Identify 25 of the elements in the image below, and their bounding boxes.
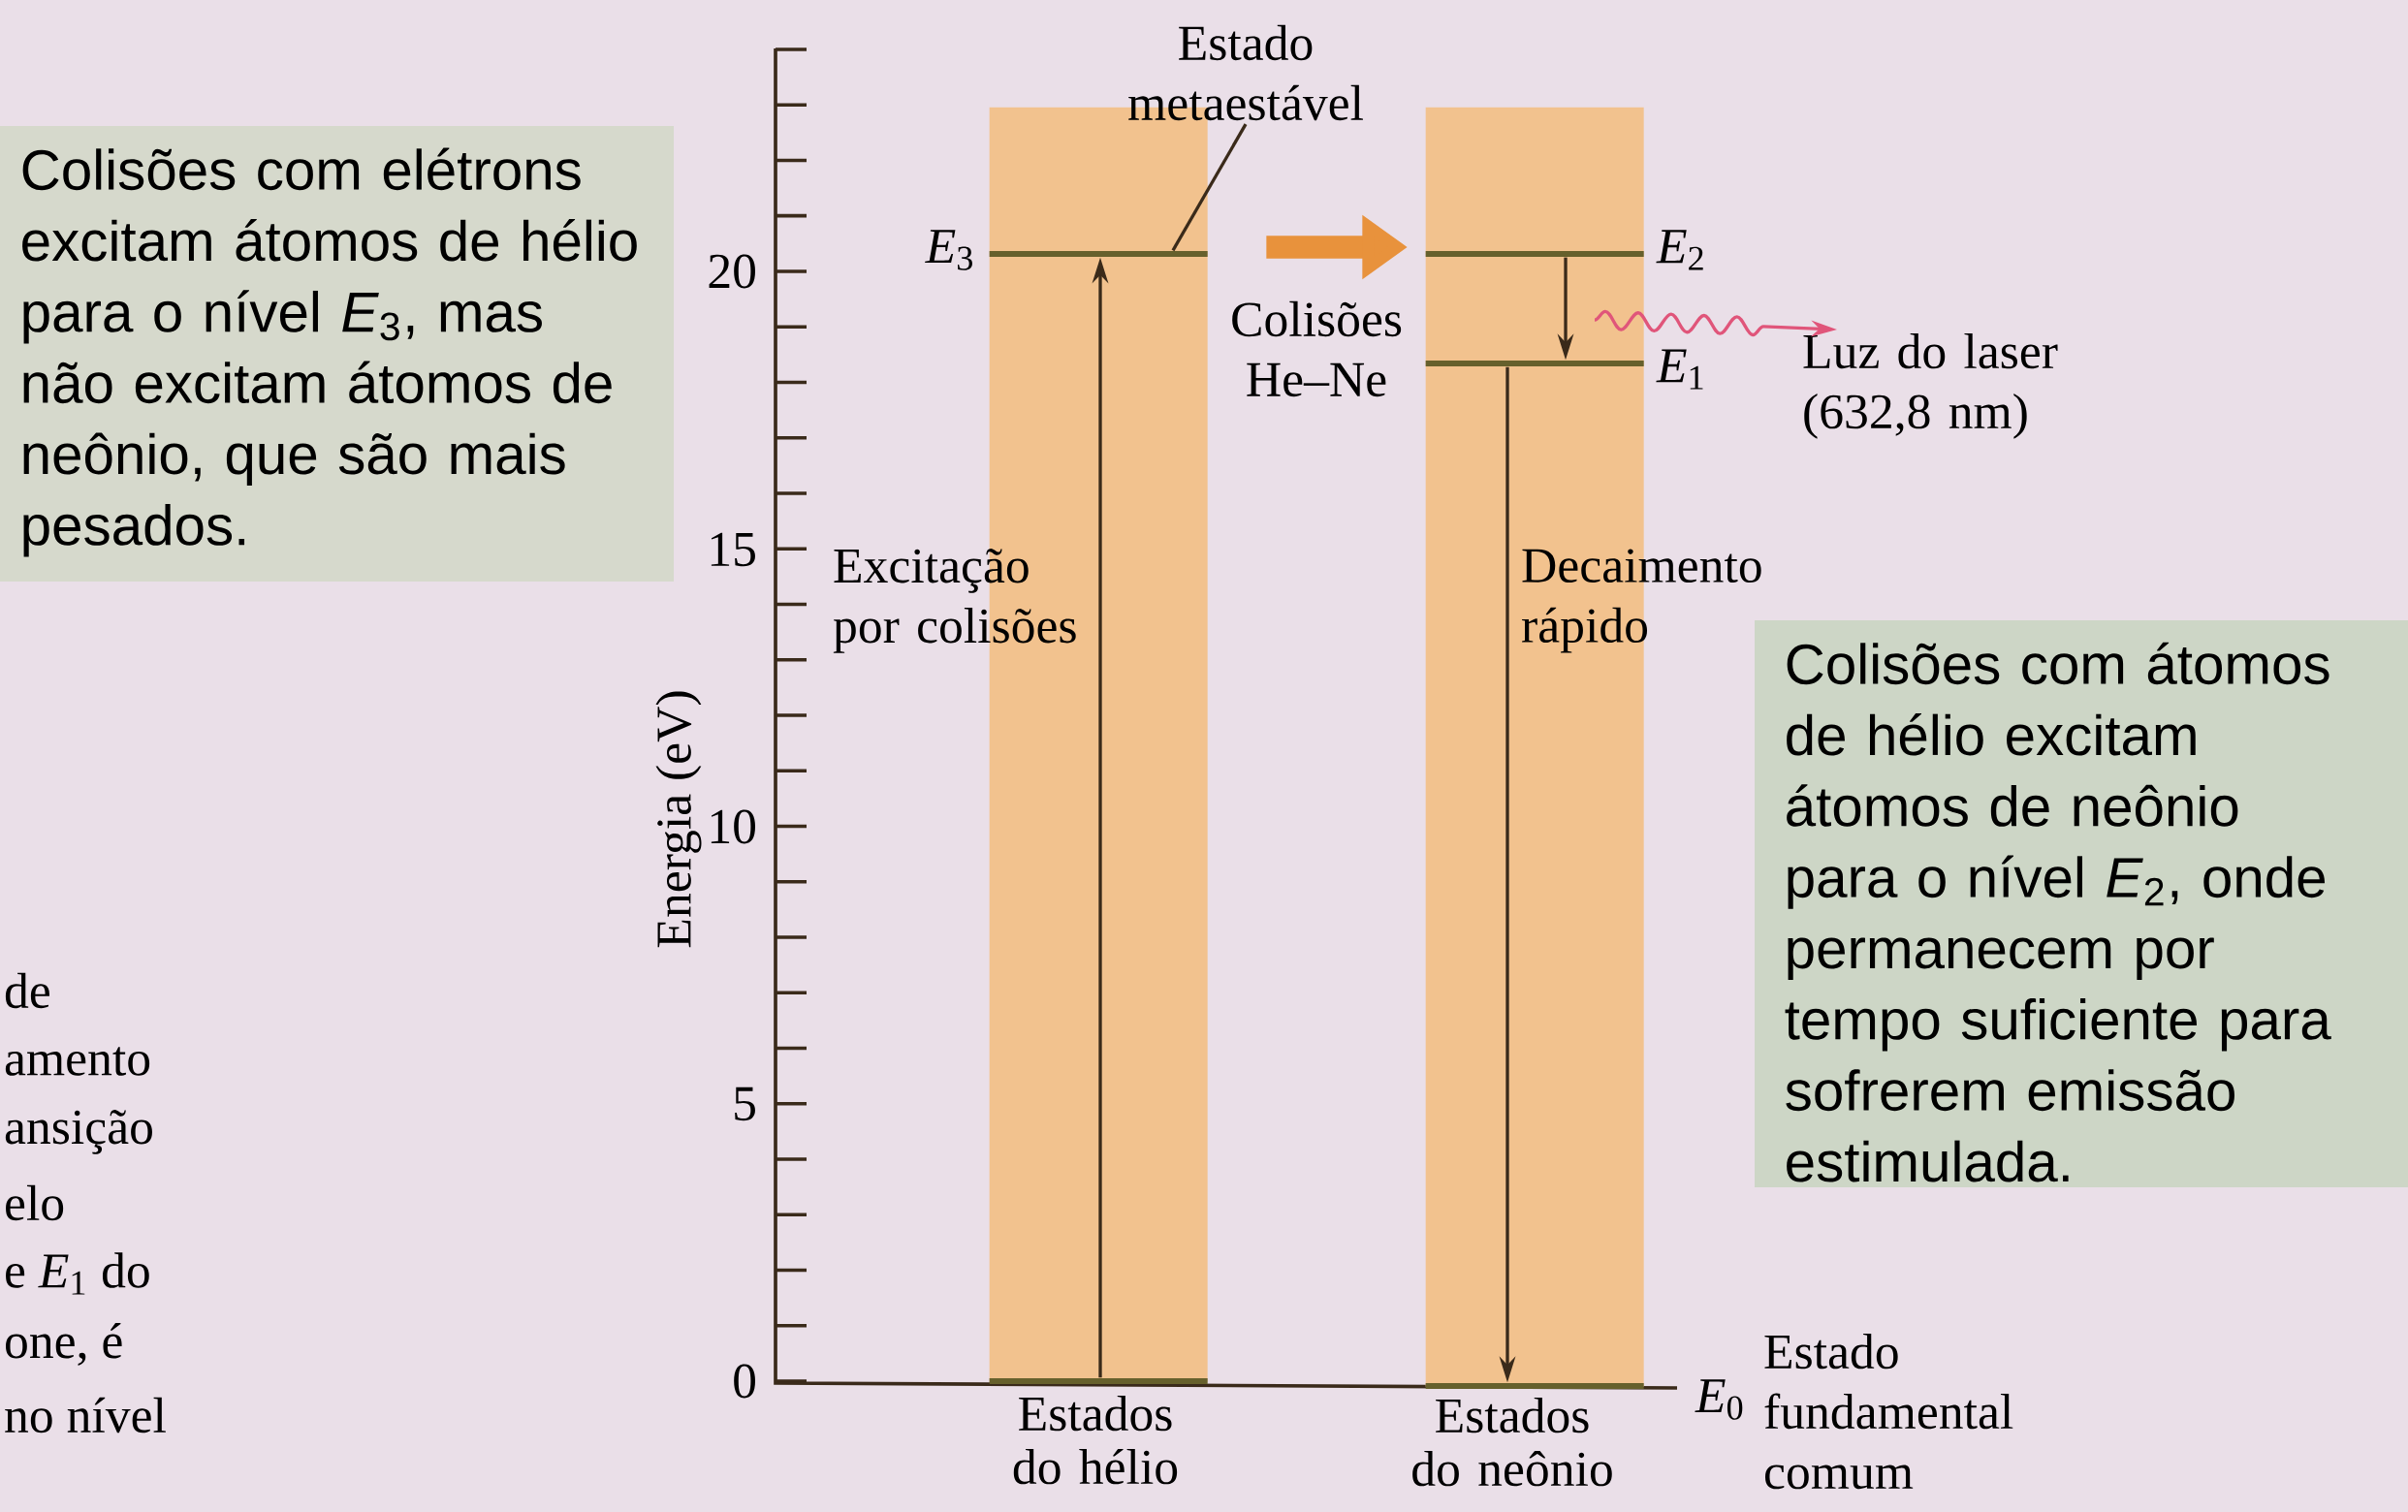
text-fragment: e E$_{1}$ do (6, 1252, 149, 1295)
text-fragment: one, é (6, 1323, 122, 1366)
level-label: E$_{3}$ (925, 230, 972, 270)
band-caption: Estados do hélio (1013, 1395, 1178, 1485)
tick-label: 10 (711, 809, 755, 844)
edge-label: Excitação por colisões (833, 549, 1076, 653)
edge-label: Colisões He–Ne (1232, 300, 1402, 397)
level-label: E$_{1}$ (1656, 349, 1703, 390)
text-fragment: no nível (5, 1397, 166, 1433)
text-fragment: elo (6, 1184, 64, 1221)
callout-text: Estado metaestável (1128, 24, 1363, 121)
callout-text: Luz do laser (632,8 nm) (1803, 332, 2058, 439)
callout-text: Estado fundamental comum (1764, 1333, 2013, 1490)
tick-label: 5 (735, 1087, 755, 1121)
text-fragment: amento (5, 1047, 150, 1076)
level-label: E$_{2}$ (1656, 230, 1703, 270)
note-box: Colisões com átomos de hélio excitam átomos de neônio para o nível E$_{2}$, onde permanecem por tempo suficiente para sofrerem emissão estimulada. (1755, 620, 2408, 1187)
tick-label: 0 (734, 1364, 755, 1399)
axis-title: Energia (eV) (655, 691, 702, 948)
note-box: Colisões com elétrons excitam átomos de hélio para o nível E$_{3}$, mas não excitam átomos de neônio, que são mais pesados. (0, 126, 674, 582)
text-fragment: ansição (5, 1110, 152, 1154)
leader-line (1171, 123, 1248, 252)
level-label: E$_{0}$ (1695, 1379, 1743, 1420)
band-caption: Estados do neônio (1412, 1397, 1612, 1487)
text-fragment: de (5, 972, 49, 1009)
